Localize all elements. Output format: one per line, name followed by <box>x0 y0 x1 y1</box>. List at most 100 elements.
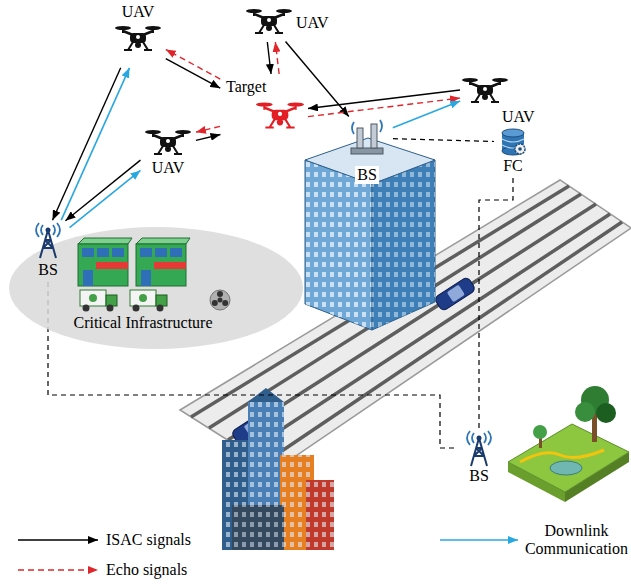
isac-signal-arrow <box>267 42 271 74</box>
car <box>434 276 476 311</box>
drone-icon <box>246 9 292 33</box>
database-top <box>502 129 524 137</box>
drone-camera <box>266 25 272 31</box>
legend-sample <box>18 539 98 540</box>
city-skyline <box>232 505 284 550</box>
fusion-center-node: FC <box>496 128 530 176</box>
drone-light <box>267 18 271 22</box>
facility-banner <box>96 262 128 269</box>
drone-legs <box>255 25 283 33</box>
node-label: Critical Infrastructure <box>73 314 212 332</box>
truck-wheel <box>157 305 164 312</box>
drone-icon <box>256 102 304 127</box>
truck <box>130 290 167 312</box>
city-skyline <box>306 480 334 550</box>
facility-banner <box>154 262 186 269</box>
tower-top <box>477 436 482 441</box>
city-skyline <box>306 480 334 550</box>
node-label: BS <box>38 261 58 279</box>
truck-emblem <box>139 294 147 302</box>
tower-top <box>46 228 51 233</box>
truck-emblem <box>89 294 97 302</box>
node-label: UAV <box>296 14 329 32</box>
echo-signal-arrow <box>166 50 220 80</box>
downlink-arrow <box>61 68 129 220</box>
facility-door <box>141 270 151 286</box>
isac-signal-arrow <box>285 42 348 117</box>
office-building <box>305 138 435 184</box>
drone-symbol <box>256 100 304 132</box>
facility-roof <box>78 238 132 244</box>
drone-body <box>272 110 289 120</box>
park <box>520 450 604 462</box>
drone-camera <box>135 42 141 48</box>
truck-cab <box>106 295 117 306</box>
tower-symbol <box>463 430 495 466</box>
truck-wheel <box>133 305 140 312</box>
backhaul-link <box>479 178 513 428</box>
isac-signal-arrow <box>308 90 460 109</box>
park <box>596 403 616 423</box>
drone-camera <box>165 146 171 152</box>
echo-signal-arrow <box>308 98 460 117</box>
drone-legs <box>265 119 294 127</box>
drone-light <box>136 35 140 39</box>
node-label: UAV <box>152 159 185 177</box>
facility-window <box>155 248 167 257</box>
radiation-blade <box>222 300 228 306</box>
radiation-blade <box>217 291 223 297</box>
antenna-panel <box>357 128 363 148</box>
facility-window <box>170 248 182 257</box>
facility-window <box>112 248 124 257</box>
office-building <box>305 160 372 330</box>
park <box>575 402 595 422</box>
radiation-disc <box>210 290 230 310</box>
facility-wall <box>78 244 128 286</box>
gear-hub <box>518 147 522 151</box>
radio-waves <box>36 223 60 237</box>
target-node: Target <box>222 76 306 134</box>
drone-camera <box>482 94 488 100</box>
rotor <box>145 130 161 134</box>
tower-symbol <box>32 222 64 258</box>
echo-signal-arrow <box>275 42 279 74</box>
truck-box <box>80 290 106 306</box>
radiation-core <box>218 298 223 303</box>
truck <box>80 290 117 312</box>
isac-signal-arrow <box>65 160 140 221</box>
region-outline <box>9 227 303 349</box>
base-station-node: BS <box>458 430 500 486</box>
drone-legs <box>471 94 499 102</box>
db-symbol <box>499 128 527 156</box>
office-building <box>372 160 435 330</box>
drone-body <box>130 33 146 43</box>
truck-cab <box>156 295 167 306</box>
drone-body <box>477 85 493 95</box>
roof-symbol <box>347 118 387 158</box>
radiation-sign <box>210 290 230 310</box>
park <box>508 424 629 492</box>
base-station-node: BS <box>343 118 391 186</box>
truck-wheel <box>107 305 114 312</box>
drone-icon <box>115 26 161 50</box>
isac-signal-arrow <box>196 134 221 140</box>
drone-light <box>278 112 282 116</box>
node-label: BS <box>355 166 379 184</box>
radio-waves <box>352 120 382 134</box>
node-label: BS <box>469 467 489 485</box>
drone-symbol <box>246 7 292 37</box>
rotor <box>175 130 191 134</box>
node-label: UAV <box>502 108 535 126</box>
isac-signal-arrow <box>166 59 220 89</box>
uav-node: UAV <box>462 76 540 128</box>
drone-body <box>261 16 277 26</box>
downlink-arrow <box>70 170 141 227</box>
connectors <box>48 42 513 448</box>
database-icon <box>502 129 525 155</box>
rooftop-antenna-icon <box>351 120 383 154</box>
drone-symbol <box>115 24 161 54</box>
gear <box>515 144 525 154</box>
backhaul-link <box>393 139 494 142</box>
radio-waves <box>467 431 491 445</box>
facility-door <box>83 270 93 286</box>
